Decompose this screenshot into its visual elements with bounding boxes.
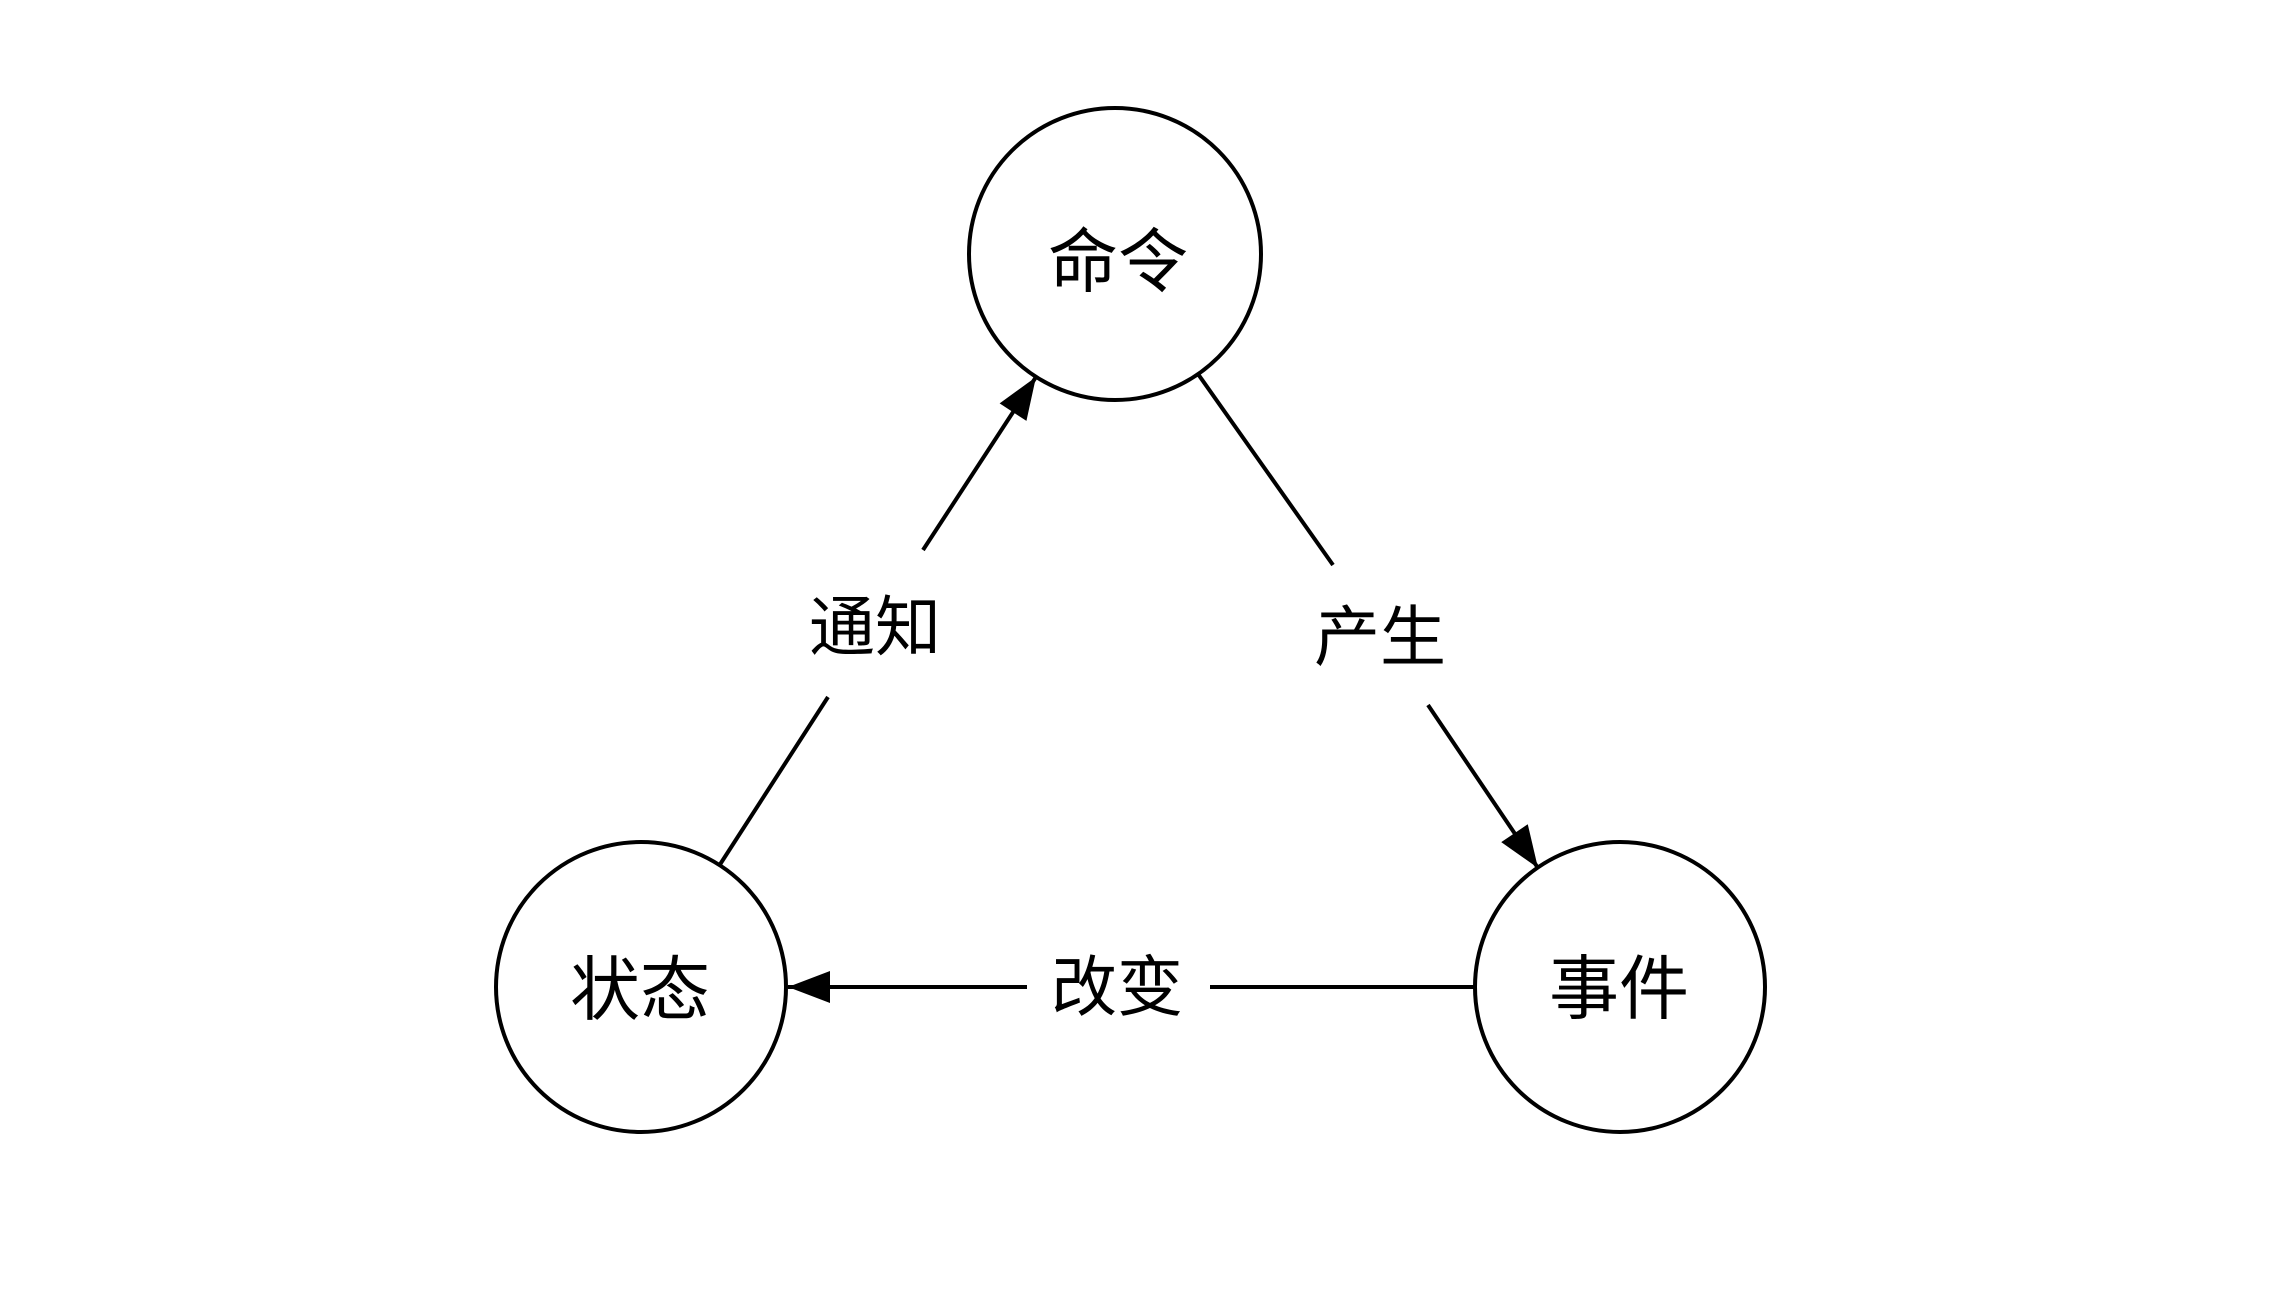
node-event-circle (1473, 840, 1767, 1134)
edge-change: 改变 (788, 950, 1475, 1024)
node-command-label: 命令 (1048, 223, 1188, 301)
edge-notify-segment-lower (717, 695, 830, 868)
edge-notify-segment-upper (921, 375, 1038, 552)
node-state-circle (494, 840, 788, 1134)
edge-notify-label: 通知 (809, 590, 941, 664)
node-event: 事件 (1473, 840, 1767, 1134)
edge-produce-segment-lower (1426, 703, 1540, 870)
node-event-label: 事件 (1549, 950, 1689, 1028)
node-command-circle (967, 106, 1263, 402)
edge-produce-segment-upper (1196, 372, 1335, 567)
edge-produce-label: 产生 (1314, 600, 1446, 674)
node-state: 状态 (494, 840, 788, 1134)
node-state-label: 状态 (570, 951, 710, 1029)
edge-notify: 通知 (717, 375, 1038, 868)
edge-change-label: 改变 (1051, 950, 1183, 1024)
node-command: 命令 (967, 106, 1263, 402)
edge-produce: 产生 (1196, 372, 1540, 870)
